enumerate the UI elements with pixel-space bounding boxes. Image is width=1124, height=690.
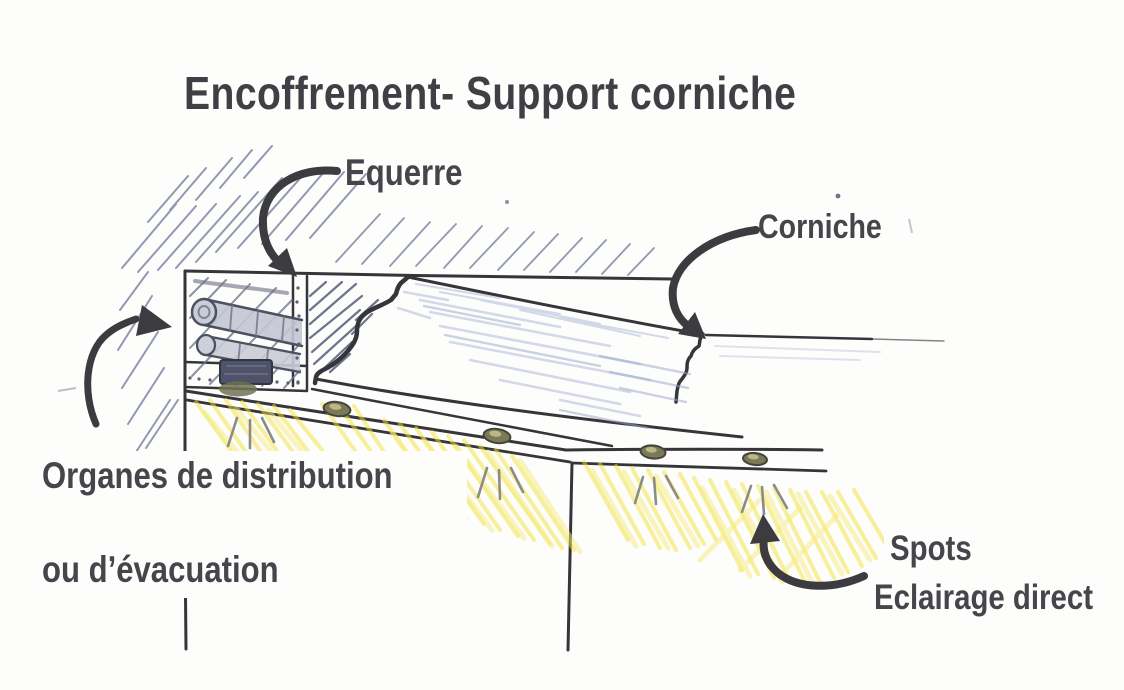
pipe-end-2 bbox=[195, 333, 217, 357]
ceiling-hatch bbox=[121, 145, 655, 276]
spot-3 bbox=[482, 427, 512, 445]
soffit-lower-edge-right bbox=[570, 461, 828, 473]
box-top-shadow bbox=[193, 279, 289, 295]
soffit bbox=[184, 389, 828, 652]
corniche-arrow bbox=[668, 226, 760, 339]
profile-back-hatch bbox=[308, 280, 380, 376]
spot-2 bbox=[322, 400, 352, 418]
soffit-upper-edge-right bbox=[564, 447, 824, 452]
spots-arrow bbox=[750, 514, 868, 590]
cornice-bottom-ledge bbox=[314, 377, 744, 439]
spot-1 bbox=[219, 381, 257, 397]
organes-arrow bbox=[84, 305, 172, 428]
label-organes: Organes de distribution ou d’évacuation bbox=[38, 451, 468, 598]
pipe-end bbox=[190, 297, 218, 327]
cornice-end-profile bbox=[674, 332, 705, 404]
diagram-title-text: Encoffrement- Support corniche bbox=[184, 67, 797, 119]
bracket-perforations bbox=[188, 286, 301, 385]
label-organes-line2: ou d’évacuation bbox=[42, 548, 279, 590]
label-spots: Spots bbox=[884, 526, 994, 573]
cornice-top-edge bbox=[406, 275, 702, 336]
label-corniche: Corniche bbox=[758, 208, 882, 246]
cornice bbox=[310, 274, 945, 448]
annotation-arrows bbox=[84, 166, 868, 590]
label-organes-line1: Organes de distribution bbox=[42, 455, 393, 496]
spot-fitting bbox=[219, 359, 273, 385]
cornice-profile bbox=[312, 274, 411, 386]
wall-line-right bbox=[704, 333, 874, 341]
spot-lights bbox=[219, 381, 768, 467]
label-equerre: Equerre bbox=[345, 152, 463, 193]
cornice-bottom-ledge-2 bbox=[310, 387, 614, 448]
spot-5 bbox=[742, 451, 768, 467]
label-eclairage-direct: Eclairage direct bbox=[868, 575, 1124, 622]
ceiling-line bbox=[183, 269, 674, 281]
light-rays bbox=[226, 416, 789, 516]
pencil-shading bbox=[396, 283, 881, 430]
soffit-upper-edge bbox=[184, 389, 568, 452]
soffit-lower-edge bbox=[185, 398, 572, 464]
corner-vertical-line bbox=[566, 461, 574, 652]
diagram-title: Encoffrement- Support corniche bbox=[184, 64, 904, 122]
equerre-arrow bbox=[258, 166, 341, 277]
spot-4 bbox=[639, 444, 667, 460]
